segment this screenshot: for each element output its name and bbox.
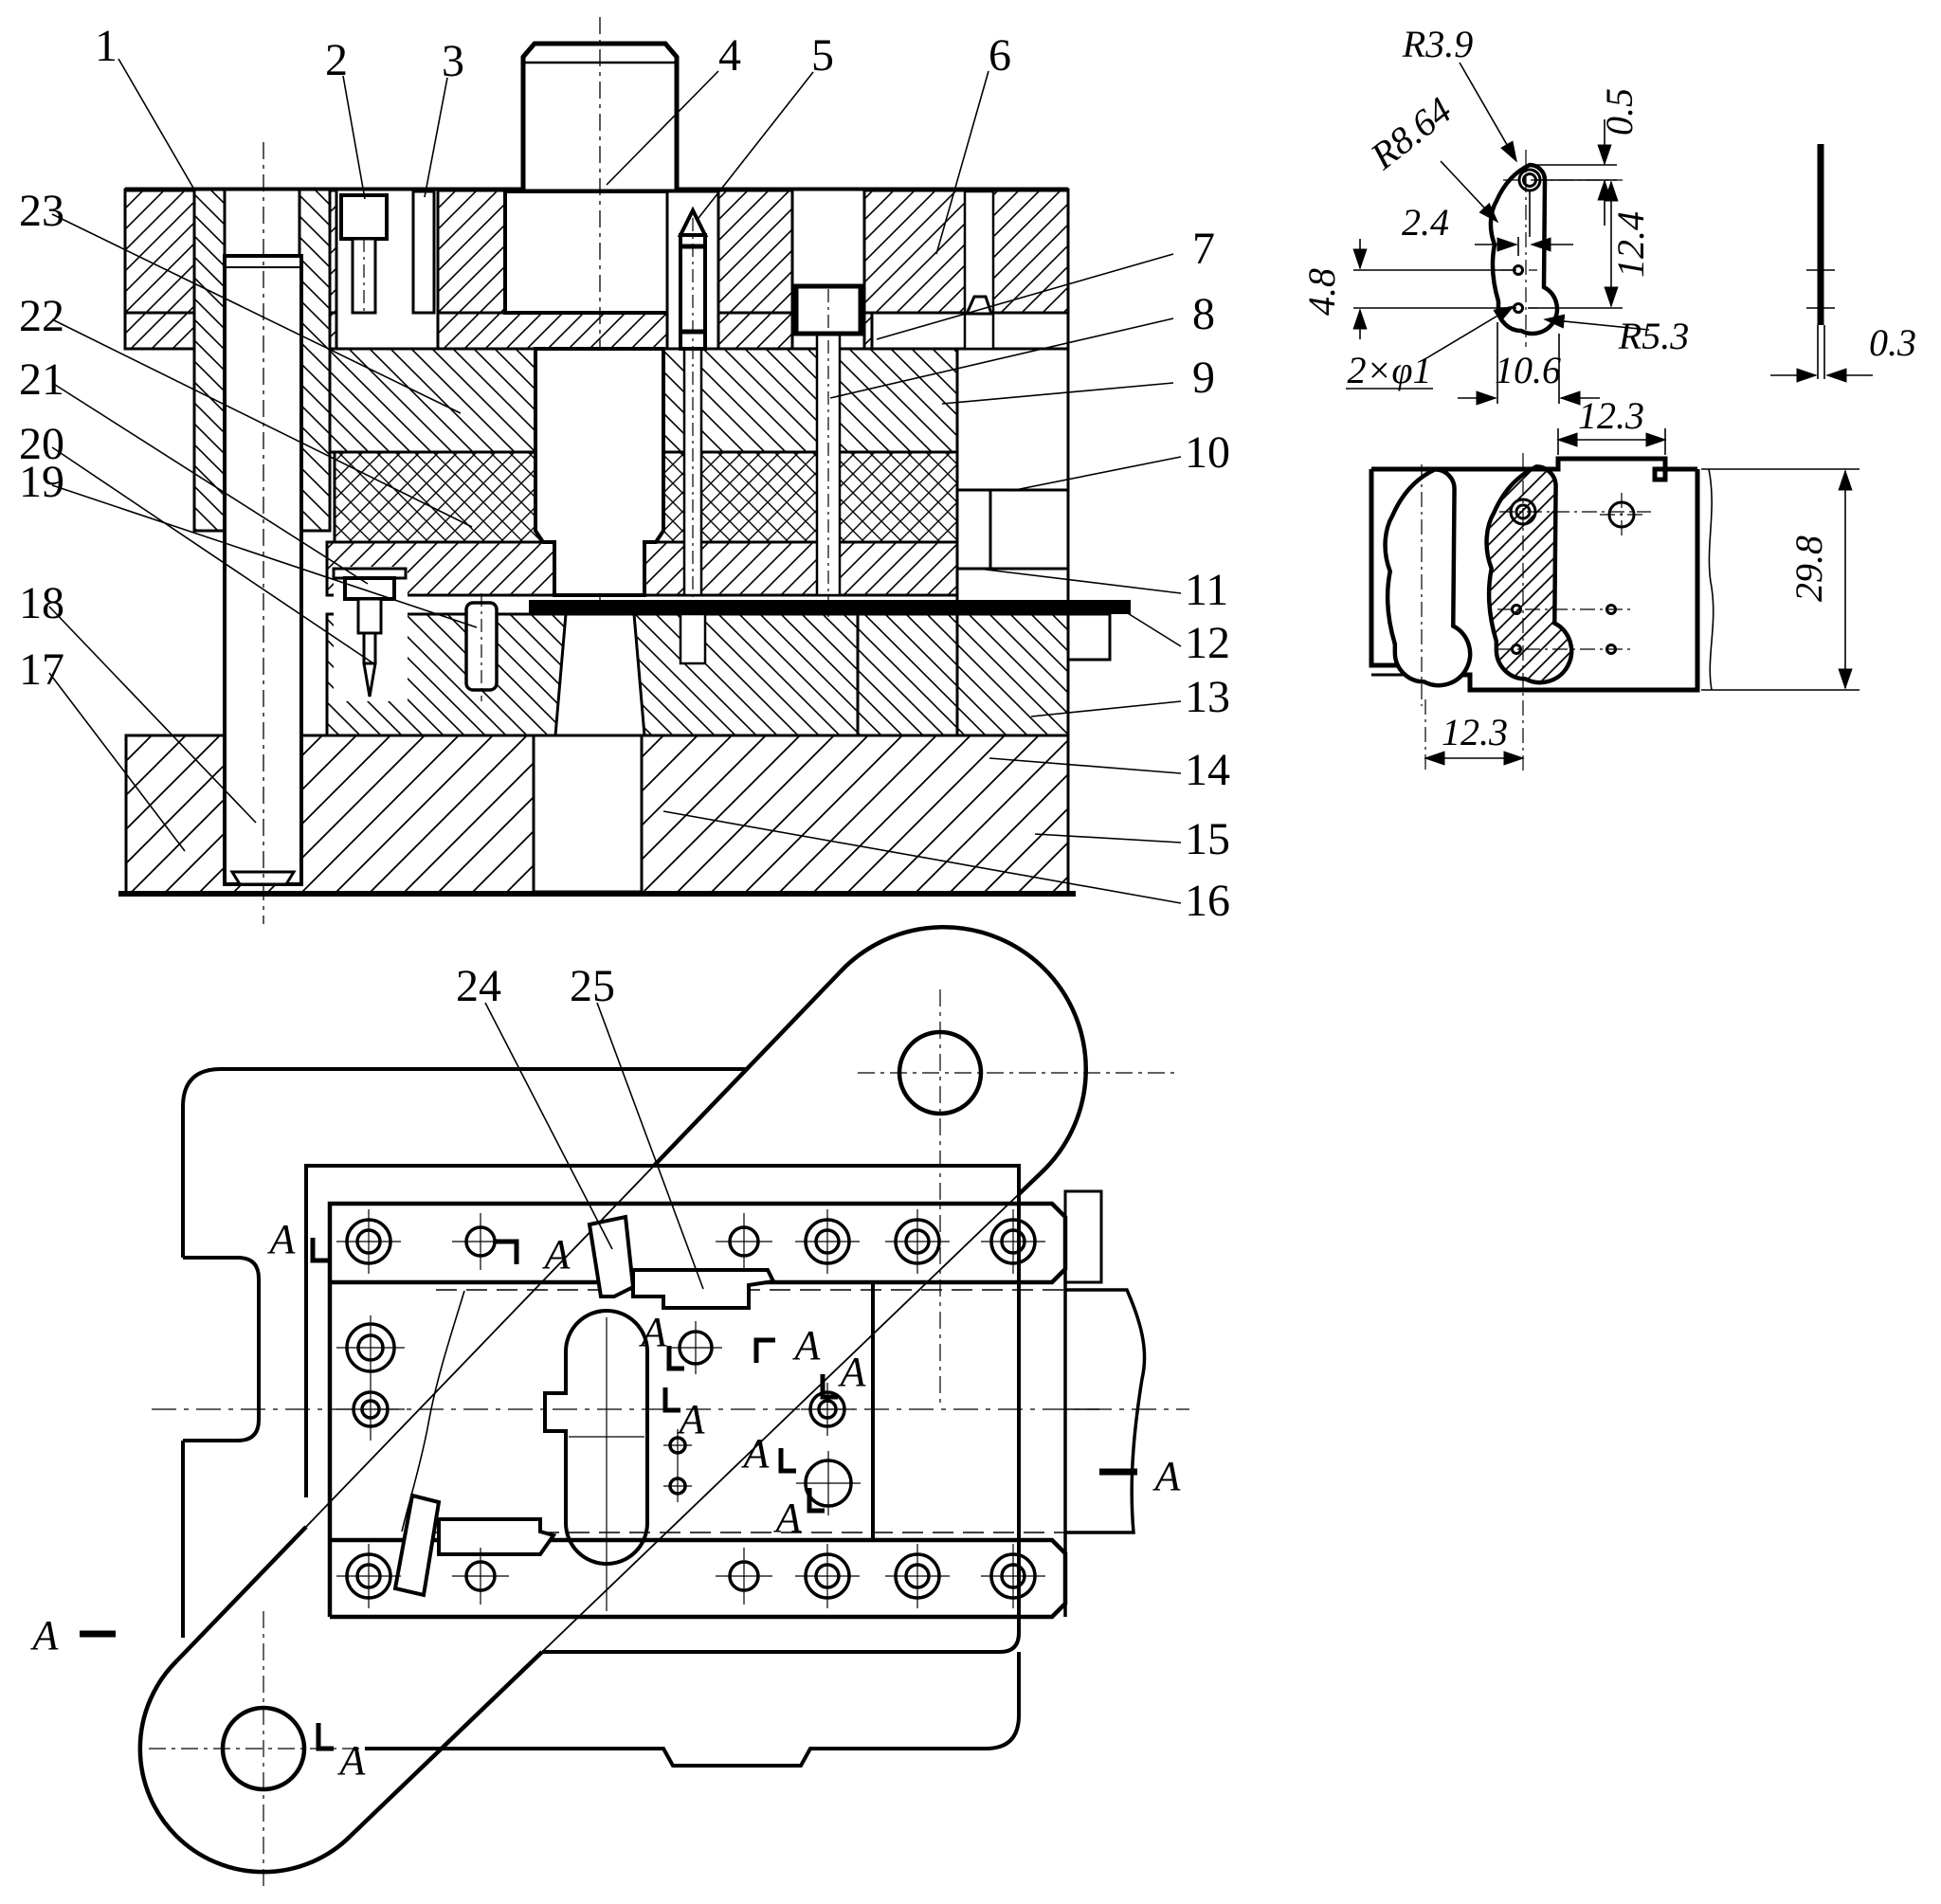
dim-123-bottom: 12.3 — [1442, 711, 1508, 753]
callout-2: 2 — [325, 35, 348, 85]
callout-12: 12 — [1185, 618, 1230, 668]
callout-22: 22 — [19, 291, 64, 341]
callout-10: 10 — [1185, 427, 1230, 478]
part-on-strip — [1487, 466, 1572, 682]
lower-shoe-outline — [181, 1067, 1021, 1768]
callout-6: 6 — [989, 30, 1011, 81]
callout-4: 4 — [718, 30, 741, 81]
dim-298: 29.8 — [1787, 535, 1830, 602]
section-letters: A A A A A A A A A A A — [30, 1216, 1182, 1784]
mark-A-3: A — [639, 1309, 668, 1355]
mark-A-9: A — [337, 1737, 367, 1784]
strip-break-line — [1708, 468, 1714, 691]
swing-arm — [137, 925, 1175, 1888]
strip-dim-lines — [1424, 428, 1859, 766]
die-plate-plan — [327, 1201, 1068, 1620]
finger-stop-24 — [587, 1214, 636, 1298]
callout-18: 18 — [19, 578, 64, 628]
mark-A-10: A — [1152, 1453, 1182, 1499]
section-callouts: 1 2 3 4 5 6 7 8 9 10 11 12 13 14 15 16 1… — [19, 21, 1230, 926]
mark-A-6: A — [838, 1349, 867, 1395]
mark-A-2: A — [542, 1231, 571, 1278]
callout-15: 15 — [1185, 814, 1230, 864]
plan-view: A A A A A A A A A A A 24 25 — [30, 925, 1189, 1888]
keyhole-die-opening — [543, 1308, 649, 1566]
callout-16: 16 — [1185, 876, 1230, 926]
callout-17: 17 — [19, 644, 64, 695]
finger-stop-lower — [392, 1493, 557, 1598]
holder-screw — [790, 188, 866, 621]
callout-20: 20 — [19, 419, 64, 469]
section-marks — [80, 1238, 1137, 1751]
dim-2phi1: 2×φ1 — [1347, 349, 1431, 391]
strip-layout-view: 12.3 29.8 12.3 — [1369, 394, 1859, 772]
stock-strip-plan — [401, 1288, 1147, 1534]
cross-section-view: 1 2 3 4 5 6 7 8 9 10 11 12 13 14 15 16 1… — [19, 17, 1230, 926]
rail-hole-row-top — [336, 1209, 1045, 1274]
die-shank — [503, 17, 697, 749]
callout-7: 7 — [1192, 224, 1215, 274]
thickness-detail-view: 0.3 — [1770, 144, 1916, 383]
dim-124: 12.4 — [1609, 211, 1652, 278]
callout-5: 5 — [811, 30, 834, 81]
section-leaders — [48, 58, 1182, 904]
intermediate-plate — [304, 1164, 1021, 1654]
callout-24: 24 — [456, 961, 501, 1011]
callout-23: 23 — [19, 186, 64, 236]
blank-opening — [1386, 469, 1471, 685]
callout-19: 19 — [19, 457, 64, 507]
callout-14: 14 — [1185, 745, 1230, 795]
callout-13: 13 — [1185, 672, 1230, 722]
part-dim-lines — [1346, 62, 1650, 406]
callout-9: 9 — [1192, 353, 1215, 403]
callout-3: 3 — [442, 36, 464, 86]
stock-strip-section — [529, 600, 1131, 614]
knockout-pin — [665, 190, 720, 621]
callout-11: 11 — [1185, 565, 1228, 615]
mark-A-1: A — [267, 1216, 297, 1262]
strip-dim-texts: 12.3 29.8 12.3 — [1442, 394, 1830, 753]
mark-A-5: A — [677, 1396, 706, 1442]
right-channel — [963, 190, 995, 351]
guide-pillar — [223, 142, 303, 924]
stop-pin — [332, 567, 408, 701]
part-detail-view: R3.9 R8.64 0.5 12.4 2.4 4.8 R5.3 2×φ1 10… — [1300, 23, 1689, 406]
right-bracket-blocks — [955, 347, 1112, 662]
rail-hole-row-bottom — [336, 1544, 1045, 1608]
dim-123-top: 12.3 — [1578, 394, 1644, 437]
callout-8: 8 — [1192, 289, 1215, 339]
die-openings — [532, 612, 707, 894]
dim-48: 4.8 — [1300, 268, 1343, 316]
carrier-plate — [1063, 1189, 1103, 1284]
screw-and-dowel — [335, 188, 440, 351]
mark-A-4: A — [792, 1322, 822, 1369]
dim-r53: R5.3 — [1618, 315, 1689, 357]
dim-r39: R3.9 — [1402, 23, 1473, 65]
dim-106: 10.6 — [1495, 349, 1561, 391]
callout-21: 21 — [19, 354, 64, 405]
callout-1: 1 — [95, 21, 118, 71]
die-dowel-pin — [464, 593, 499, 701]
dim-03: 0.3 — [1869, 321, 1916, 364]
central-punch — [534, 347, 665, 597]
dim-24: 2.4 — [1402, 201, 1449, 244]
mark-A-7: A — [741, 1430, 771, 1477]
dim-05: 0.5 — [1598, 88, 1641, 136]
plan-leaders — [484, 1002, 704, 1290]
callout-25: 25 — [570, 961, 615, 1011]
mark-A-11: A — [30, 1612, 60, 1659]
mark-A-8: A — [773, 1495, 803, 1541]
